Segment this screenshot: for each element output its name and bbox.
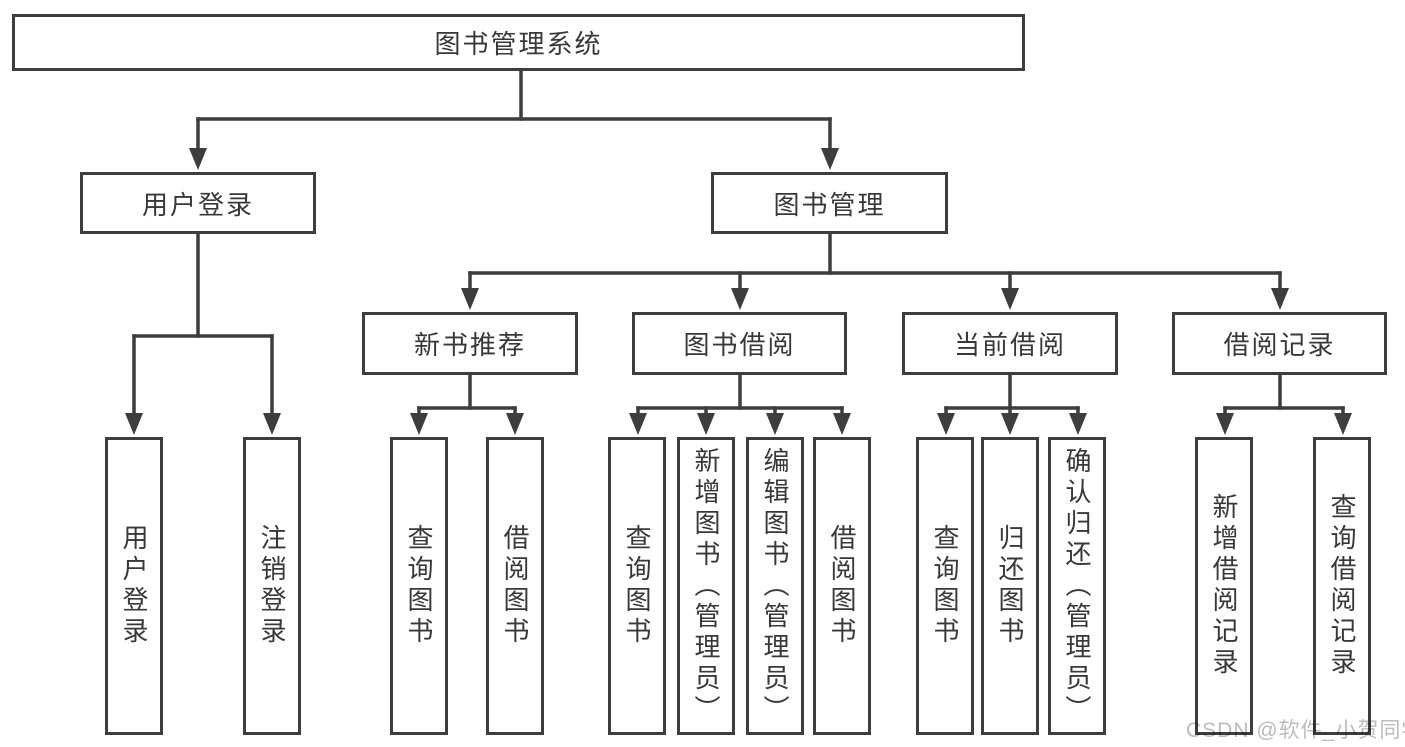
- leaf-query-book-recommend-label: 查询图书: [404, 524, 434, 648]
- csdn-watermark: CSDN @软件_小贺同学: [1186, 719, 1405, 742]
- leaf-borrow-book: 借阅图书: [813, 437, 871, 735]
- node-book-management: 图书管理: [711, 172, 948, 234]
- node-current-borrow-label: 当前借阅: [953, 330, 1066, 360]
- leaf-logout-label: 注销登录: [257, 524, 287, 648]
- node-new-book-recommend: 新书推荐: [362, 312, 578, 375]
- connector-current-borrow: [937, 373, 1087, 435]
- leaf-query-book-recommend: 查询图书: [390, 437, 448, 735]
- leaf-query-borrow-record: 查询借阅记录: [1313, 437, 1371, 735]
- node-borrow-record: 借阅记录: [1172, 312, 1387, 375]
- node-borrow-record-label: 借阅记录: [1223, 330, 1336, 360]
- node-book-borrow: 图书借阅: [632, 312, 847, 375]
- connector-book-borrow: [629, 373, 851, 435]
- node-user-login-branch-label: 用户登录: [141, 189, 254, 220]
- leaf-query-book-borrow: 查询图书: [608, 437, 666, 735]
- leaf-add-borrow-record: 新增借阅记录: [1195, 437, 1253, 735]
- node-user-login-branch: 用户登录: [80, 172, 316, 234]
- leaf-confirm-return-admin: 确认归还（管理员）: [1048, 437, 1106, 735]
- leaf-add-book-admin: 新增图书（管理员）: [677, 437, 735, 735]
- node-library-system: 图书管理系统: [12, 14, 1025, 71]
- node-new-book-recommend-label: 新书推荐: [413, 330, 526, 360]
- connector-new-book-recommend: [410, 373, 524, 435]
- node-library-system-label: 图书管理系统: [434, 29, 603, 59]
- leaf-query-book-borrow-label: 查询图书: [622, 524, 652, 648]
- leaf-edit-book-admin: 编辑图书（管理员）: [746, 437, 804, 735]
- connector-user-login: [125, 231, 281, 435]
- leaf-borrow-book-recommend-label: 借阅图书: [500, 524, 530, 648]
- node-book-borrow-label: 图书借阅: [683, 330, 796, 360]
- connector-borrow-record: [1216, 373, 1352, 435]
- leaf-user-login: 用户登录: [105, 437, 163, 735]
- leaf-edit-book-admin-label: 编辑图书（管理员）: [760, 446, 790, 726]
- leaf-user-login-label: 用户登录: [119, 524, 149, 648]
- node-current-borrow: 当前借阅: [902, 312, 1118, 375]
- leaf-add-borrow-record-label: 新增借阅记录: [1209, 493, 1239, 679]
- leaf-add-book-admin-label: 新增图书（管理员）: [691, 446, 721, 726]
- leaf-borrow-book-recommend: 借阅图书: [486, 437, 544, 735]
- leaf-logout: 注销登录: [243, 437, 301, 735]
- leaf-query-book-current: 查询图书: [916, 437, 974, 735]
- connector-book-management: [461, 231, 1289, 310]
- leaf-query-book-current-label: 查询图书: [930, 524, 960, 648]
- leaf-return-book: 归还图书: [981, 437, 1039, 735]
- node-book-management-label: 图书管理: [773, 189, 886, 220]
- leaf-confirm-return-admin-label: 确认归还（管理员）: [1062, 446, 1092, 726]
- leaf-return-book-label: 归还图书: [995, 524, 1025, 648]
- leaf-query-borrow-record-label: 查询借阅记录: [1327, 493, 1357, 679]
- connector-root: [189, 69, 839, 170]
- leaf-borrow-book-label: 借阅图书: [827, 524, 857, 648]
